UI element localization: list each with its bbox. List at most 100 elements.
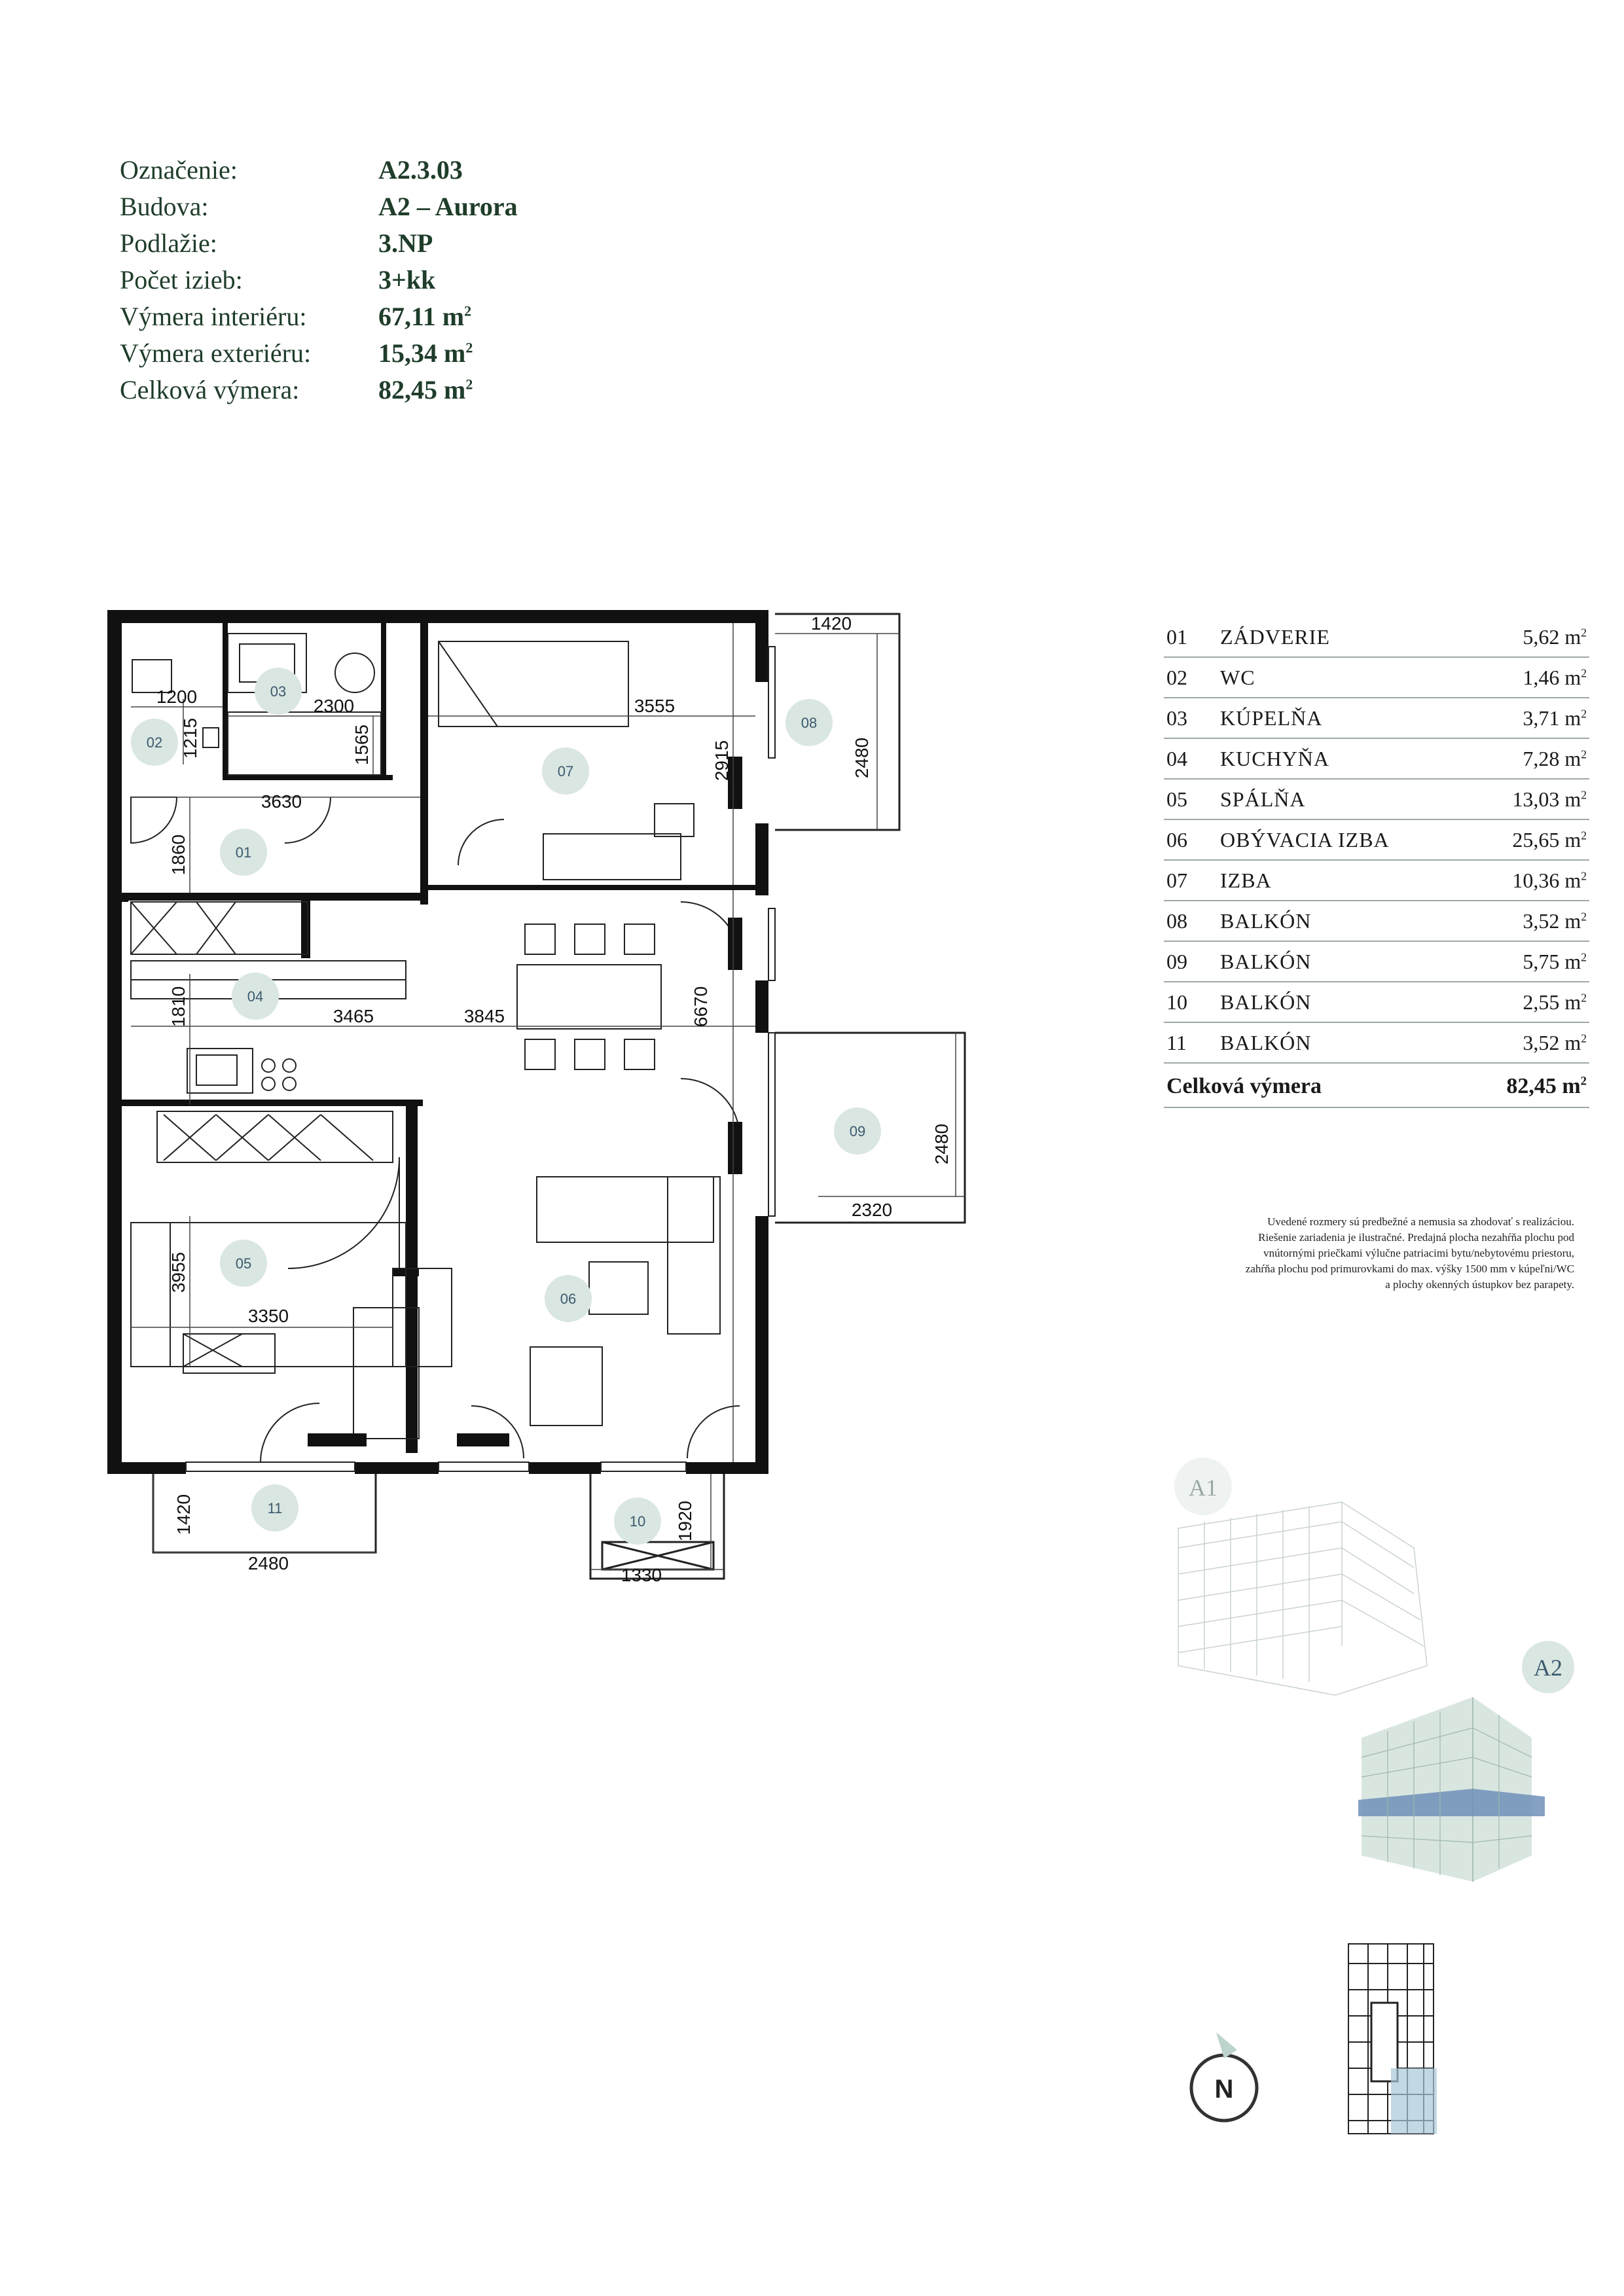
note-line: zahŕňa plochu pod primurovkami do max. v…	[1245, 1263, 1574, 1275]
room-name: BALKÓN	[1220, 990, 1312, 1014]
wall-south-mid	[355, 1462, 439, 1474]
room-row: 02 WC 1,46 m2	[1164, 658, 1589, 698]
unit-superscript: 2	[1581, 991, 1587, 1005]
room-area-text: 13,03 m	[1512, 787, 1581, 811]
dim-1215: 1215	[180, 718, 200, 759]
room-area-text: 5,75 m	[1523, 950, 1581, 973]
info-row: Budova:A2 – Aurora	[120, 188, 518, 225]
unit-superscript: 2	[464, 302, 472, 319]
room-num-10: 10	[630, 1513, 645, 1530]
svg-text:N: N	[1215, 2075, 1234, 2104]
total-area: 82,45 m2	[1506, 1064, 1587, 1109]
building-illustration: A1 A2	[1165, 1450, 1584, 1882]
wall-east-top	[755, 610, 768, 682]
room-num-07: 07	[558, 763, 573, 780]
unit-superscript: 2	[1581, 869, 1587, 883]
info-value: 3.NP	[378, 225, 433, 262]
dim-1810: 1810	[168, 986, 189, 1027]
room-name: KUCHYŇA	[1220, 747, 1329, 770]
room-area: 3,71 m2	[1523, 698, 1587, 738]
info-row: Podlažie:3.NP	[120, 225, 518, 262]
room-area: 5,62 m2	[1523, 617, 1587, 656]
highlighted-unit	[1391, 2068, 1437, 2134]
unit-superscript: 2	[1581, 1031, 1587, 1045]
room-area-text: 2,55 m	[1523, 990, 1581, 1014]
note-line: Riešenie zariadenia je ilustračné. Preda…	[1258, 1231, 1574, 1244]
room-number: 07	[1166, 869, 1187, 892]
room-num-06: 06	[560, 1291, 576, 1307]
room-number: 08	[1166, 909, 1187, 933]
wall-north	[107, 610, 768, 623]
room-area-text: 3,52 m	[1523, 1031, 1581, 1054]
room-num-03: 03	[270, 683, 286, 700]
info-value: 82,45 m2	[378, 372, 473, 408]
room-area: 1,46 m2	[1523, 658, 1587, 697]
building-label-a2: A2	[1534, 1655, 1562, 1681]
wall-south-left	[107, 1462, 186, 1474]
dim-1920: 1920	[675, 1501, 695, 1541]
info-row: Výmera interiéru: 67,11 m2	[120, 298, 518, 335]
room-area-text: 5,62 m	[1523, 625, 1581, 649]
unit-superscript: 2	[1580, 1074, 1587, 1088]
room-area-text: 1,46 m	[1523, 666, 1581, 689]
room-label-08	[785, 699, 833, 746]
room-name: OBÝVACIA IZBA	[1220, 828, 1390, 852]
info-row: Označenie: A2.3.03	[120, 152, 518, 188]
note-line: vnútornými priečkami výlučne patriacimi …	[1263, 1247, 1574, 1259]
room-label-06	[545, 1275, 592, 1322]
room-label-05	[220, 1240, 267, 1287]
info-value: A2.3.03	[378, 152, 463, 188]
room-num-01: 01	[236, 844, 251, 861]
room-name: ZÁDVERIE	[1220, 625, 1330, 649]
room-name: BALKÓN	[1220, 1031, 1312, 1054]
info-label: Budova:	[120, 192, 209, 221]
room-label-03	[255, 668, 302, 715]
info-label: Výmera interiéru:	[120, 302, 307, 331]
dim-2480-top: 2480	[852, 738, 872, 778]
room-number: 02	[1166, 666, 1187, 689]
room-label-01	[220, 829, 267, 876]
room-number: 05	[1166, 787, 1187, 811]
room-area-text: 25,65 m	[1512, 828, 1581, 852]
room-label-09	[834, 1107, 881, 1155]
dim-2320: 2320	[852, 1200, 892, 1220]
wall-east-mid2	[755, 980, 768, 1033]
room-area: 5,75 m2	[1523, 942, 1587, 981]
unit-superscript: 2	[1581, 910, 1587, 924]
room-number: 11	[1166, 1031, 1187, 1054]
info-value: 67,11 m2	[378, 298, 471, 335]
unit-superscript: 2	[1581, 829, 1587, 842]
info-value-text: 82,45 m	[378, 375, 466, 404]
info-value-text: 3+kk	[378, 265, 436, 295]
unit-superscript: 2	[465, 376, 473, 393]
room-name: BALKÓN	[1220, 950, 1312, 973]
info-value: 3+kk	[378, 262, 435, 298]
room-num-05: 05	[236, 1255, 251, 1272]
info-value-text: 67,11 m	[378, 302, 465, 331]
room-label-07	[542, 747, 589, 795]
room-label-11	[251, 1484, 298, 1532]
unit-superscript: 2	[1581, 950, 1587, 964]
room-area-text: 3,52 m	[1523, 909, 1581, 933]
dim-2480-b11: 2480	[248, 1553, 289, 1573]
room-area-text: 10,36 m	[1512, 869, 1581, 892]
info-label: Označenie:	[120, 155, 238, 185]
info-value-text: 3.NP	[378, 228, 433, 258]
info-row: Počet izieb:3+kk	[120, 262, 518, 298]
info-value-text: 15,34 m	[378, 338, 466, 368]
info-value-text: A2.3.03	[378, 155, 463, 185]
room-num-04: 04	[247, 988, 263, 1005]
room-name: WC	[1220, 666, 1255, 689]
room-num-08: 08	[801, 715, 817, 731]
dim-2915: 2915	[712, 740, 732, 781]
dim-1420-b11: 1420	[173, 1494, 194, 1535]
room-name: SPÁLŇA	[1220, 787, 1306, 811]
room-number: 01	[1166, 625, 1187, 649]
room-area: 7,28 m2	[1523, 739, 1587, 778]
info-value: 15,34 m2	[378, 335, 473, 372]
